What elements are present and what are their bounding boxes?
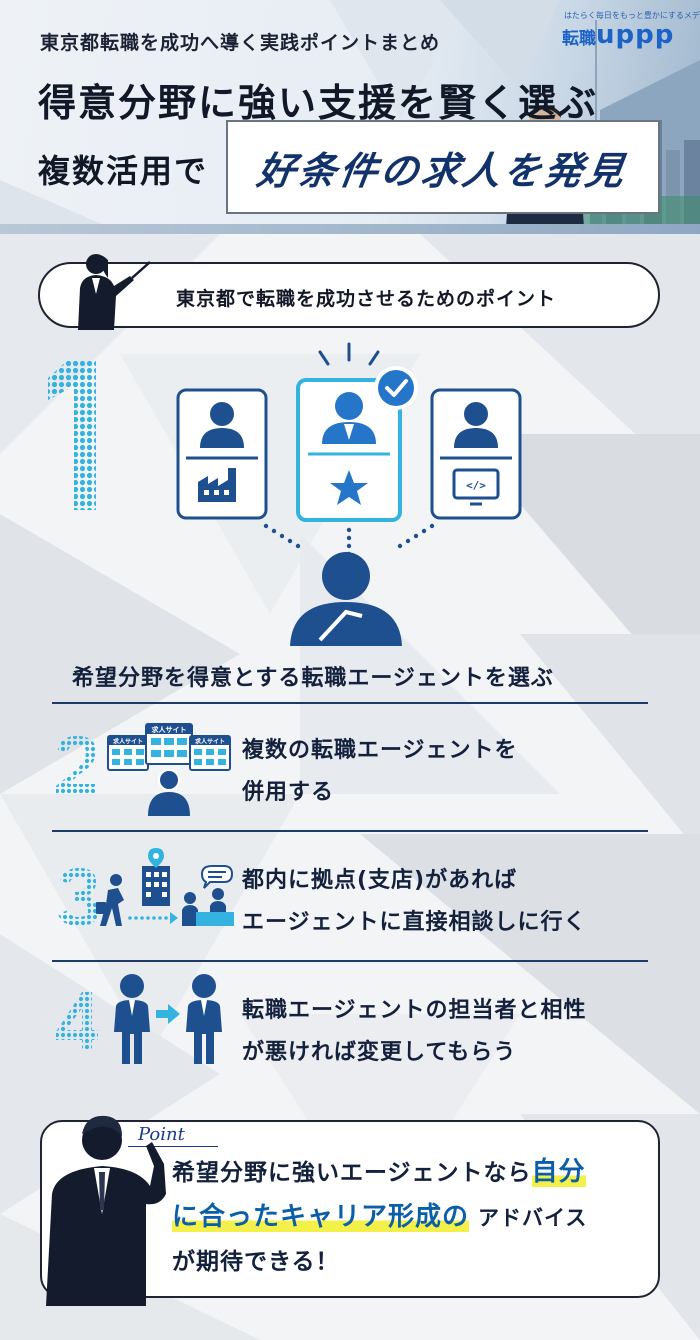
intro-pill: 東京都で転職を成功させるためのポイント [38, 262, 660, 328]
change-agent-icon [114, 974, 222, 1064]
visit-branch-office-icon [96, 848, 234, 926]
number-3-dotted [58, 868, 98, 926]
job-site-window-right: 求人サイト [189, 735, 231, 771]
agent-card-selected [296, 378, 402, 522]
job-site-window-center: 求人サイト [145, 723, 193, 765]
number-1-dotted [48, 360, 96, 510]
location-pin-icon [148, 848, 164, 868]
presenter-woman-icon [78, 254, 151, 330]
logo-jp-text: 転職 [562, 29, 596, 49]
point-2-text: 複数の転職エージェントを 併用する [242, 730, 518, 814]
site-logo[interactable]: はたらく毎日をもっと豊かにするメディア 転職 uppp [556, 10, 700, 52]
dotted-arrow-icon [128, 912, 178, 924]
point-1-caption: 希望分野を得意とする転職エージェントを選ぶ [72, 666, 554, 691]
header-subtitle: 東京都転職を成功へ導く実践ポイントまとめ [40, 32, 441, 54]
job-site-label: 求人サイト [152, 725, 187, 734]
divider-3 [52, 960, 648, 962]
check-badge-icon [374, 366, 418, 410]
point-label: Point [138, 1124, 185, 1145]
agent-selection-illustration: </> [176, 342, 522, 646]
divider-2 [52, 830, 648, 832]
job-site-label: 求人サイト [195, 738, 225, 746]
businessman-pointing-icon [46, 1115, 166, 1306]
logo-wordmark: uppp [596, 20, 675, 50]
intro-text: 東京都で転職を成功させるためのポイント [176, 288, 557, 310]
summary-text: 希望分野に強いエージェントなら自分 に合ったキャリア形成の アドバイス が期待で… [172, 1150, 642, 1284]
job-site-window-left: 求人サイト [107, 735, 149, 771]
point-4-line-2: が悪ければ変更してもらう [242, 1040, 517, 1065]
summary-highlight-1: 自分 [531, 1157, 586, 1187]
point-2-line-2: 併用する [242, 780, 335, 805]
office-building-icon [142, 866, 170, 906]
new-agent-person-icon [186, 974, 222, 1064]
thinking-person-icon [290, 552, 402, 646]
header-title-lead: 複数活用で [38, 152, 209, 190]
highlight-text: 好条件の求人を発見 [254, 147, 631, 193]
header-divider-strip [0, 224, 700, 234]
job-site-label: 求人サイト [113, 738, 143, 746]
summary-part-2: アドバイス [478, 1206, 588, 1230]
divider-1 [52, 702, 648, 704]
sparkle-lines-icon [318, 342, 380, 366]
point-2-line-1: 複数の転職エージェントを [242, 738, 518, 763]
point-3-text: 都内に拠点(支店)があれば エージェントに直接相談しに行く [242, 860, 587, 944]
point-3-line-1: 都内に拠点(支店)があれば [242, 868, 518, 893]
highlight-box: 好条件の求人を発見 [226, 120, 660, 214]
logo-tagline: はたらく毎日をもっと豊かにするメディア [564, 11, 700, 20]
point-4-line-1: 転職エージェントの担当者と相性 [242, 998, 587, 1023]
summary-part-3: が期待できる！ [172, 1249, 340, 1275]
multiple-job-sites-icon: 求人サイト 求人サイト 求人サイト [107, 723, 231, 816]
number-2-dotted [56, 736, 96, 794]
agent-card-factory [176, 388, 268, 520]
point-label-underline [128, 1146, 218, 1147]
arrow-right-icon [156, 1004, 180, 1024]
number-4-dotted [56, 992, 98, 1050]
user-icon [148, 769, 190, 816]
header-title: 得意分野に強い支援を賢く選ぶ [38, 81, 599, 125]
dotted-connectors [263, 523, 435, 557]
summary-part-1: 希望分野に強いエージェントなら [172, 1160, 532, 1186]
header-banner: はたらく毎日をもっと豊かにするメディア 転職 uppp 東京都転職を成功へ導く実… [0, 0, 700, 232]
agent-person-icon [114, 974, 150, 1064]
summary-highlight-2: に合ったキャリア形成の [172, 1202, 470, 1232]
consultation-desk-icon [182, 865, 234, 926]
agent-card-it: </> [430, 388, 522, 520]
point-3-line-2: エージェントに直接相談しに行く [242, 910, 587, 935]
point-4-text: 転職エージェントの担当者と相性 が悪ければ変更してもらう [242, 990, 587, 1074]
svg-text:</>: </> [466, 479, 486, 492]
walking-person-icon [96, 874, 124, 926]
